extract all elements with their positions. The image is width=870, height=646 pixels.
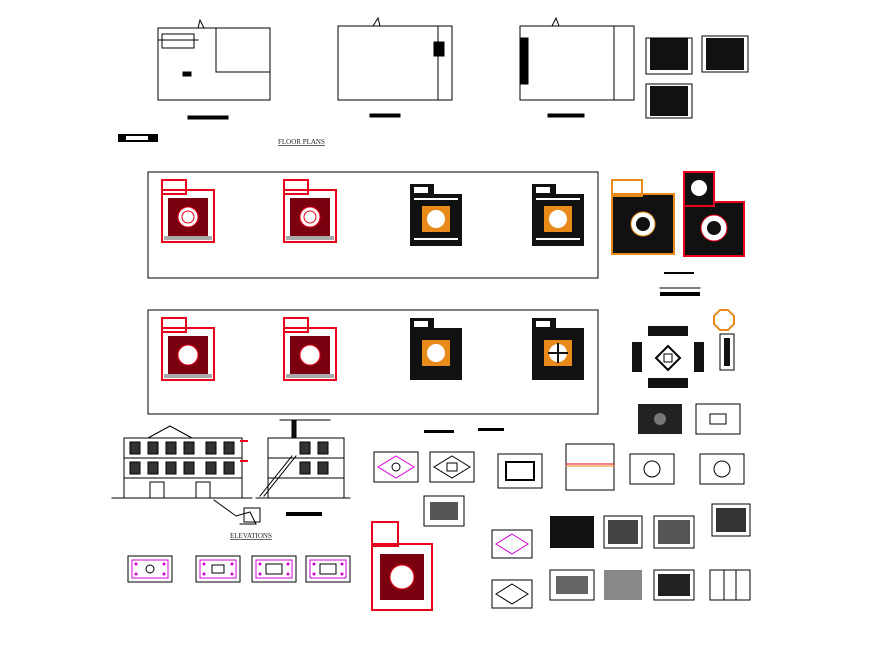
ceiling-detail-diamond-4 bbox=[491, 579, 533, 609]
magenta-ceiling-2 bbox=[195, 555, 241, 583]
octagon-detail bbox=[713, 309, 735, 371]
ceiling-detail-box-2 bbox=[497, 453, 543, 489]
ceiling-detail-box-1 bbox=[423, 495, 465, 527]
ceiling-plan-dark-3 bbox=[410, 318, 462, 380]
floor-plans-title: FLOOR PLANS bbox=[278, 138, 325, 146]
floor-plan-1 bbox=[157, 18, 271, 120]
ceiling-pattern-detail bbox=[632, 326, 704, 388]
ceiling-plan-dark-4 bbox=[532, 318, 584, 380]
elevations-title: ELEVATIONS bbox=[230, 532, 272, 540]
ceiling-plan-dark-1 bbox=[410, 184, 462, 246]
side-elevation bbox=[255, 419, 351, 516]
ceiling-detail-fan-2 bbox=[699, 453, 745, 485]
ceiling-plan-red-3 bbox=[161, 317, 215, 381]
ceiling-detail-fan-1 bbox=[629, 453, 675, 485]
furniture-blocks bbox=[645, 35, 749, 119]
ceiling-detail-diamond-2 bbox=[429, 451, 475, 483]
ceiling-detail-diamond-1 bbox=[373, 451, 419, 483]
magenta-ceiling-3 bbox=[251, 555, 297, 583]
ceiling-plan-dark-2 bbox=[532, 184, 584, 246]
scale-bar-block bbox=[118, 134, 158, 142]
site-key-plan bbox=[213, 499, 261, 525]
front-elevation bbox=[111, 425, 253, 499]
ceiling-plan-red-1 bbox=[161, 179, 215, 243]
ceiling-detail-diamond-3 bbox=[491, 529, 533, 559]
ceiling-plan-red-5 bbox=[371, 521, 433, 611]
ceiling-plan-orange-outline bbox=[611, 179, 675, 255]
floor-plan-3 bbox=[519, 16, 635, 118]
ceiling-detail-outline bbox=[695, 403, 741, 435]
floor-plan-2 bbox=[337, 16, 453, 118]
ceiling-detail-dark-grid bbox=[638, 404, 682, 434]
magenta-ceiling-4 bbox=[305, 555, 351, 583]
ceiling-plans-frame-1 bbox=[147, 171, 599, 279]
section-detail-small-1 bbox=[659, 272, 701, 296]
ceiling-plans-frame-2 bbox=[147, 309, 599, 415]
ceiling-plan-red-dark-combo bbox=[683, 171, 745, 257]
ceiling-panel-grid bbox=[549, 503, 751, 601]
magenta-ceiling-1 bbox=[127, 555, 173, 583]
section-elevation-long bbox=[565, 443, 615, 491]
ceiling-plan-red-2 bbox=[283, 179, 337, 243]
ceiling-plan-red-4 bbox=[283, 317, 337, 381]
section-lines-top bbox=[424, 428, 504, 433]
